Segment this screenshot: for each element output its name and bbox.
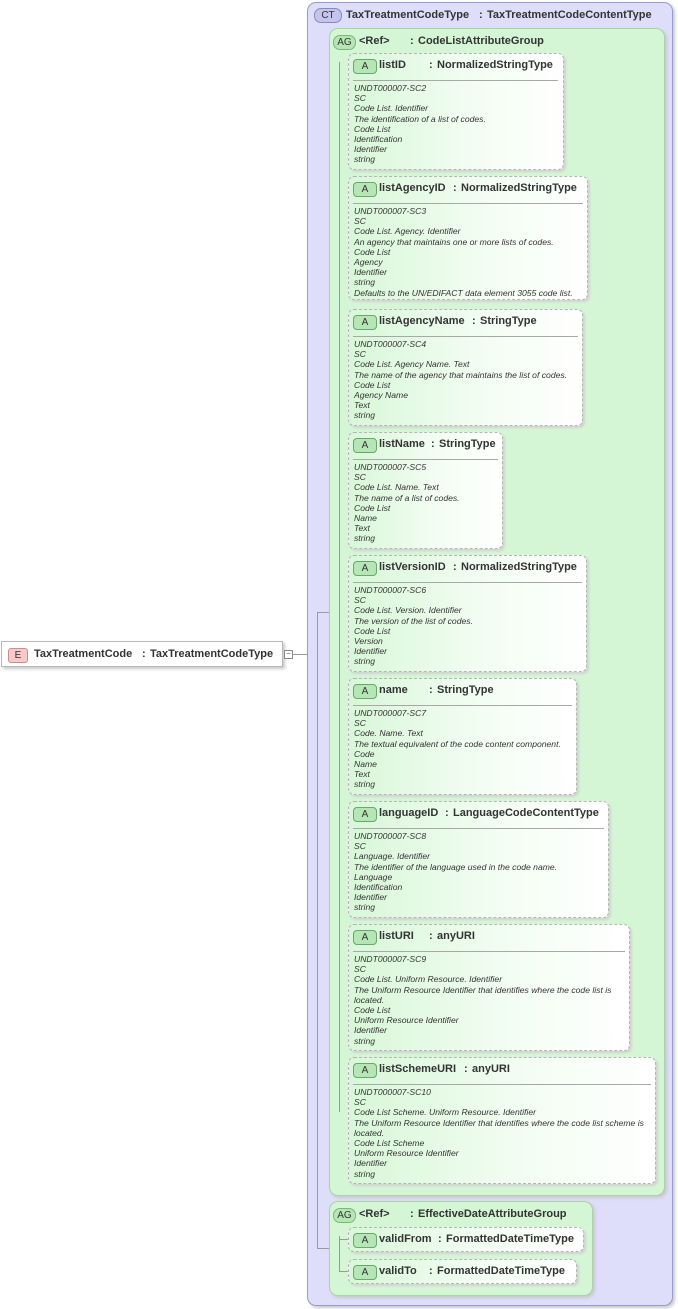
- attribute-line: [339, 1236, 340, 1272]
- attribute-badge: A: [353, 182, 377, 197]
- attribute-badge: A: [353, 930, 377, 945]
- attribute-separator: [353, 828, 604, 829]
- attribute-colon: :: [429, 1265, 433, 1277]
- attribute-separator: [353, 582, 582, 583]
- attribute-separator: [353, 951, 625, 952]
- attribute-type: LanguageCodeContentType: [453, 807, 599, 819]
- attribute-name: listSchemeURI: [379, 1063, 457, 1075]
- attribute-group-name: CodeListAttributeGroup: [418, 35, 544, 47]
- attribute-validfrom[interactable]: A validFrom : FormattedDateTimeType: [348, 1227, 584, 1252]
- attribute-listagencyname[interactable]: A listAgencyName : StringType UNDT000007…: [348, 309, 583, 426]
- attribute-documentation: UNDT000007-SC10 SC Code List Scheme. Uni…: [354, 1087, 644, 1179]
- complex-type-badge: CT: [314, 8, 342, 23]
- attribute-name: validTo: [379, 1265, 417, 1277]
- attribute-colon: :: [429, 684, 433, 696]
- attribute-type: anyURI: [437, 930, 475, 942]
- attribute-colon: :: [453, 561, 457, 573]
- connector-line: [317, 1248, 329, 1249]
- attribute-type: NormalizedStringType: [437, 59, 553, 71]
- attribute-type: StringType: [437, 684, 494, 696]
- attribute-colon: :: [429, 59, 433, 71]
- attribute-listschemeuri[interactable]: A listSchemeURI : anyURI UNDT000007-SC10…: [348, 1057, 656, 1184]
- attribute-badge: A: [353, 561, 377, 576]
- attribute-listname[interactable]: A listName : StringType UNDT000007-SC5 S…: [348, 432, 503, 549]
- attribute-documentation: UNDT000007-SC2 SC Code List. Identifier …: [354, 83, 486, 165]
- attribute-group-ref: <Ref>: [359, 35, 390, 47]
- attribute-separator: [353, 336, 578, 337]
- connector-line: [339, 1239, 348, 1240]
- attribute-colon: :: [445, 807, 449, 819]
- element-badge: E: [8, 648, 28, 663]
- attribute-badge: A: [353, 1233, 377, 1248]
- attribute-colon: :: [453, 182, 457, 194]
- attribute-name: listVersionID: [379, 561, 446, 573]
- attribute-badge: A: [353, 438, 377, 453]
- attribute-documentation: UNDT000007-SC3 SC Code List. Agency. Ide…: [354, 206, 573, 298]
- attribute-documentation: UNDT000007-SC6 SC Code List. Version. Id…: [354, 585, 473, 667]
- attribute-badge: A: [353, 684, 377, 699]
- attribute-colon: :: [472, 315, 476, 327]
- attribute-badge: A: [353, 315, 377, 330]
- attribute-documentation: UNDT000007-SC4 SC Code List. Agency Name…: [354, 339, 568, 421]
- element-colon: :: [142, 648, 146, 660]
- attribute-group-badge: AG: [333, 1208, 356, 1223]
- attribute-separator: [353, 203, 583, 204]
- attribute-line: [339, 62, 340, 1112]
- attribute-separator: [353, 80, 558, 81]
- attribute-listversionid[interactable]: A listVersionID : NormalizedStringType U…: [348, 555, 587, 672]
- attribute-group-colon: :: [410, 35, 414, 47]
- attribute-name: listURI: [379, 930, 414, 942]
- attribute-name: validFrom: [379, 1233, 432, 1245]
- element-box[interactable]: E TaxTreatmentCode : TaxTreatmentCodeTyp…: [1, 641, 283, 667]
- attribute-listuri[interactable]: A listURI : anyURI UNDT000007-SC9 SC Cod…: [348, 924, 630, 1051]
- attribute-badge: A: [353, 1265, 377, 1280]
- attribute-type: FormattedDateTimeType: [437, 1265, 565, 1277]
- attribute-separator: [353, 705, 572, 706]
- attribute-colon: :: [431, 438, 435, 450]
- element-name: TaxTreatmentCode: [34, 648, 133, 660]
- attribute-listid[interactable]: A listID : NormalizedStringType UNDT0000…: [348, 53, 564, 170]
- attribute-documentation: UNDT000007-SC5 SC Code List. Name. Text …: [354, 462, 460, 544]
- attribute-name: languageID: [379, 807, 439, 819]
- attribute-name: listAgencyID: [379, 182, 446, 194]
- attribute-type: NormalizedStringType: [461, 561, 577, 573]
- attribute-name-box[interactable]: A name : StringType UNDT000007-SC7 SC Co…: [348, 678, 577, 795]
- attribute-validto[interactable]: A validTo : FormattedDateTimeType: [348, 1259, 577, 1284]
- attribute-colon: :: [429, 930, 433, 942]
- attribute-documentation: UNDT000007-SC8 SC Language. Identifier T…: [354, 831, 558, 913]
- attribute-separator: [353, 1084, 651, 1085]
- connector-line: [292, 654, 308, 655]
- complex-type-colon: :: [479, 9, 483, 21]
- attribute-type: StringType: [439, 438, 496, 450]
- attribute-languageid[interactable]: A languageID : LanguageCodeContentType U…: [348, 801, 609, 918]
- attribute-documentation: UNDT000007-SC7 SC Code. Name. Text The t…: [354, 708, 561, 790]
- sequence-line: [317, 612, 318, 1248]
- attribute-group-badge: AG: [333, 35, 356, 50]
- attribute-colon: :: [438, 1233, 442, 1245]
- complex-type-name: TaxTreatmentCodeType: [346, 9, 470, 21]
- attribute-colon: :: [464, 1063, 468, 1075]
- attribute-type: NormalizedStringType: [461, 182, 577, 194]
- attribute-group-name: EffectiveDateAttributeGroup: [418, 1208, 567, 1220]
- element-type: TaxTreatmentCodeType: [150, 648, 274, 660]
- attribute-name: listAgencyName: [379, 315, 465, 327]
- attribute-name: name: [379, 684, 408, 696]
- attribute-name: listName: [379, 438, 425, 450]
- attribute-name: listID: [379, 59, 406, 71]
- attribute-type: StringType: [480, 315, 537, 327]
- attribute-documentation: UNDT000007-SC9 SC Code List. Uniform Res…: [354, 954, 612, 1046]
- complex-type-base: TaxTreatmentCodeContentType: [487, 9, 652, 21]
- attribute-listagencyid[interactable]: A listAgencyID : NormalizedStringType UN…: [348, 176, 588, 300]
- connector-line: [317, 612, 329, 613]
- connector-line: [339, 1271, 348, 1272]
- attribute-type: FormattedDateTimeType: [446, 1233, 574, 1245]
- attribute-badge: A: [353, 1063, 377, 1078]
- attribute-separator: [353, 459, 498, 460]
- attribute-badge: A: [353, 59, 377, 74]
- attribute-group-colon: :: [410, 1208, 414, 1220]
- attribute-badge: A: [353, 807, 377, 822]
- attribute-type: anyURI: [472, 1063, 510, 1075]
- attribute-group-ref: <Ref>: [359, 1208, 390, 1220]
